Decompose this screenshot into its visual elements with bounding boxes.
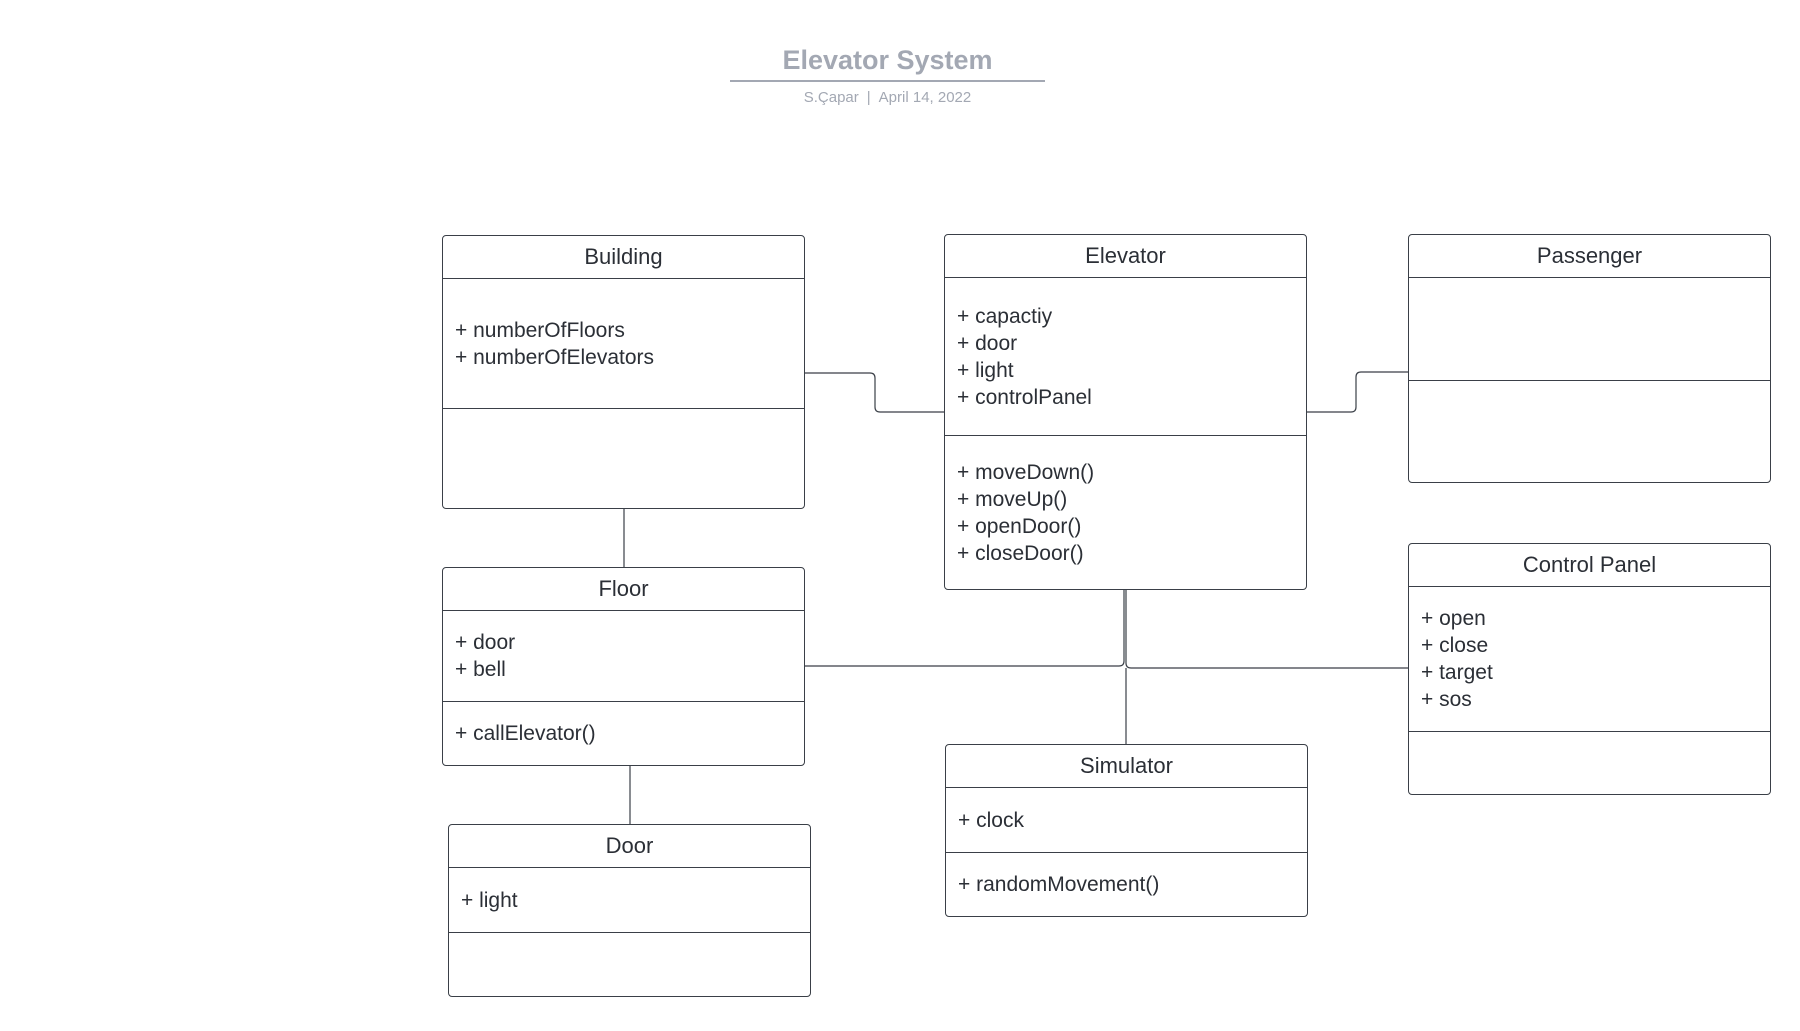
class-door[interactable]: Door + light [448,824,811,997]
attribute: + numberOfElevators [455,345,655,369]
class-name: Passenger [1409,235,1770,278]
attribute: + numberOfFloors [455,318,625,342]
connector-elevator-control-panel[interactable] [1125,589,1408,669]
methods-section: + randomMovement() [946,853,1307,916]
attribute: + capactiy [957,304,1053,328]
class-name: Floor [443,568,804,611]
diagram-date: April 14, 2022 [878,89,972,106]
methods-section [1409,381,1770,482]
diagram-meta: S.Çapar | April 14, 2022 [730,88,1045,108]
class-name: Building [443,236,804,279]
class-name: Door [449,825,810,868]
attributes-section: + clock [946,788,1307,853]
class-floor[interactable]: Floor + door + bell + callElevator() [442,567,805,766]
class-control-panel[interactable]: Control Panel + open + close + target + … [1408,543,1771,795]
attributes-section: + open + close + target + sos [1409,587,1770,732]
connector-elevator-passenger[interactable] [1306,371,1408,413]
attributes-section: + door + bell [443,611,804,702]
attribute: + bell [455,658,506,681]
attribute: + door [455,631,516,654]
method: + moveDown() [957,460,1095,484]
attribute: + open [1421,607,1486,630]
attributes-section: + numberOfFloors + numberOfElevators [443,279,804,409]
connector-elevator-floor[interactable] [805,589,1125,667]
methods-section: + callElevator() [443,702,804,765]
attribute: + clock [958,808,1024,832]
attributes-section: + light [449,868,810,933]
method: + randomMovement() [958,873,1160,896]
class-elevator[interactable]: Elevator + capactiy + door + light + con… [944,234,1307,590]
attribute: + sos [1421,688,1472,711]
method: + openDoor() [957,514,1082,538]
diagram-author: S.Çapar [803,89,859,106]
class-passenger[interactable]: Passenger [1408,234,1771,483]
connector-building-elevator[interactable] [805,372,944,413]
attribute: + target [1421,661,1493,684]
methods-section [443,409,804,508]
class-simulator[interactable]: Simulator + clock + randomMovement() [945,744,1308,917]
attribute: + close [1421,634,1489,657]
class-building[interactable]: Building + numberOfFloors + numberOfElev… [442,235,805,509]
class-name: Elevator [945,235,1306,278]
diagram-title: Elevator System [730,44,1045,82]
class-name: Control Panel [1409,544,1770,587]
methods-section [449,933,810,996]
diagram-header: Elevator System S.Çapar | April 14, 2022 [730,44,1045,108]
class-name: Simulator [946,745,1307,788]
methods-section: + moveDown() + moveUp() + openDoor() + c… [945,436,1306,589]
method: + moveUp() [957,487,1068,511]
method: + callElevator() [455,722,596,745]
attribute: + light [957,358,1014,382]
methods-section [1409,732,1770,794]
method: + closeDoor() [957,541,1084,565]
attribute: + controlPanel [957,385,1092,409]
attribute: + door [957,331,1018,355]
meta-separator: | [866,89,871,106]
attributes-section: + capactiy + door + light + controlPanel [945,278,1306,436]
attributes-section [1409,278,1770,381]
attribute: + light [461,888,518,912]
